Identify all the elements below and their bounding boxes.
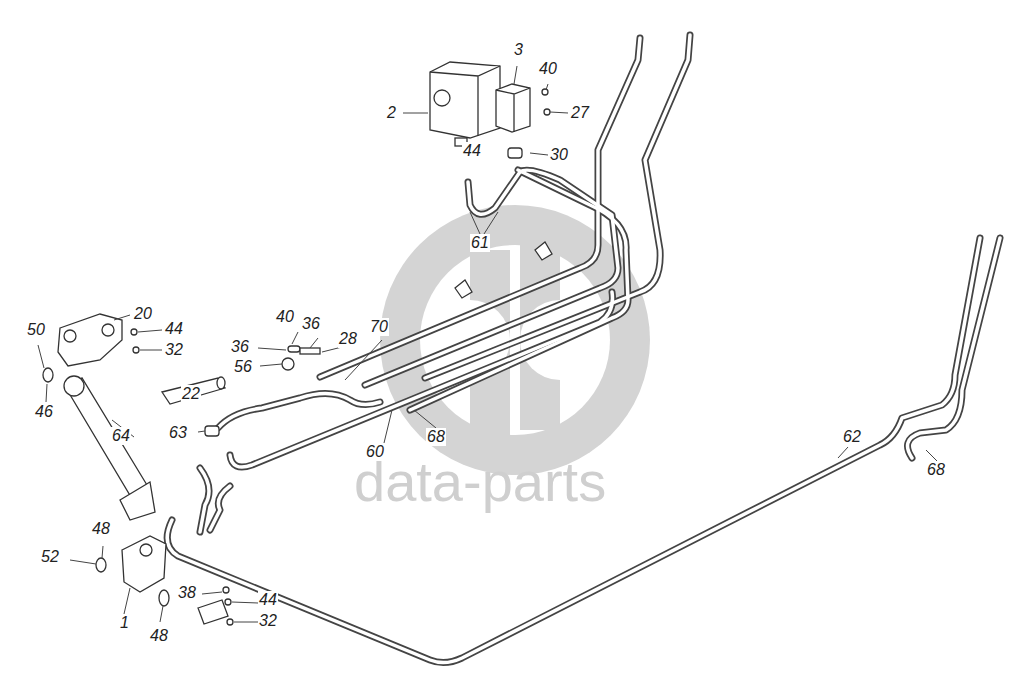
callout-number: 62 — [842, 428, 862, 446]
callout-number: 64 — [111, 427, 131, 445]
callout-number: 22 — [181, 385, 201, 403]
callout-number: 32 — [258, 612, 278, 630]
callout-number: 44 — [462, 142, 482, 160]
callout-number: 36 — [230, 338, 250, 356]
callout-number: 52 — [40, 548, 60, 566]
callout-number: 70 — [369, 318, 389, 336]
watermark: data-parts — [354, 452, 606, 512]
pipes — [167, 35, 1000, 663]
callout-number: 38 — [177, 584, 197, 602]
callout-number: 68 — [926, 461, 946, 479]
callout-number: 48 — [149, 627, 169, 645]
callout-number: 20 — [133, 305, 153, 323]
callout-number: 30 — [549, 146, 569, 164]
callout-number: 44 — [258, 591, 278, 609]
callout-number: 44 — [164, 320, 184, 338]
callout-number: 27 — [570, 104, 590, 122]
leader-lines — [38, 66, 938, 622]
callout-number: 40 — [275, 308, 295, 326]
callout-number: 1 — [119, 614, 130, 632]
callout-number: 3 — [513, 41, 524, 59]
callout-number: 40 — [538, 60, 558, 78]
callout-number: 68 — [426, 428, 446, 446]
callout-number: 36 — [301, 315, 321, 333]
components — [43, 62, 552, 625]
callout-number: 63 — [168, 424, 188, 442]
callout-number: 2 — [386, 104, 397, 122]
callout-number: 46 — [34, 403, 54, 421]
callout-number: 32 — [164, 341, 184, 359]
callout-number: 50 — [26, 321, 46, 339]
callout-number: 28 — [338, 330, 358, 348]
callout-number: 56 — [233, 358, 253, 376]
callout-number: 48 — [91, 520, 111, 538]
callout-number: 61 — [470, 234, 490, 252]
